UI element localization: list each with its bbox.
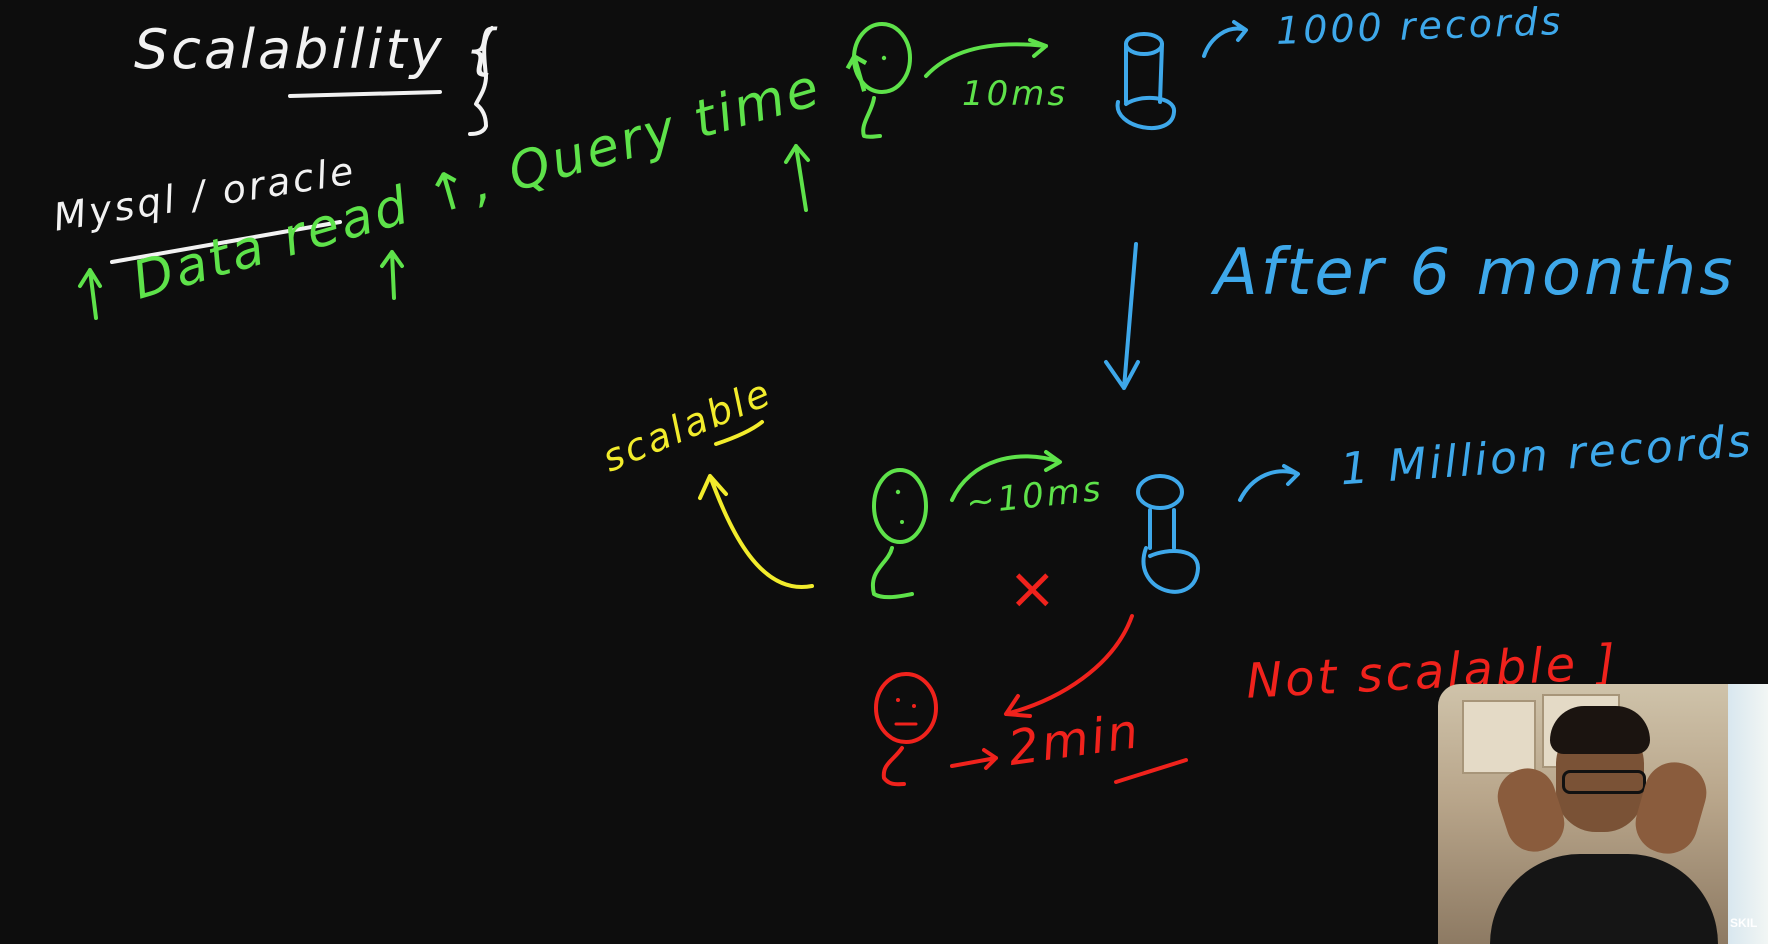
scalable-arrow	[698, 474, 814, 590]
presenter-hair	[1550, 706, 1650, 754]
user-icon-middle	[870, 468, 928, 600]
cross-mark: ×	[1008, 554, 1060, 622]
database-icon-bottom	[1136, 474, 1200, 594]
title-text: Scalability {	[134, 18, 503, 81]
presenter-body	[1490, 854, 1718, 944]
database-icon-top	[1115, 32, 1176, 130]
glasses-icon	[1562, 770, 1646, 794]
brand-logo: SKIL	[1730, 916, 1758, 930]
latency-underline-red	[1114, 758, 1188, 784]
latency-top: 10ms	[962, 74, 1069, 114]
latency-arrow-red	[950, 748, 998, 770]
records-arrow-top	[1202, 20, 1248, 58]
records-arrow-bottom	[1238, 464, 1300, 502]
user-icon-sad	[874, 672, 938, 787]
db-label-underline	[110, 220, 342, 264]
scalable-underline	[714, 420, 764, 446]
background-panel	[1462, 700, 1536, 774]
time-arrow-down	[1104, 242, 1140, 390]
title-underline	[288, 90, 442, 98]
user-icon-top	[852, 22, 912, 139]
up-arrow-small	[78, 268, 102, 320]
webcam-overlay: SKIL	[1438, 684, 1768, 944]
window-light	[1728, 684, 1768, 944]
up-arrow-query	[784, 144, 810, 212]
request-arrow-middle	[950, 450, 1062, 502]
after-time-text: After 6 months	[1214, 236, 1736, 310]
request-arrow-top	[924, 38, 1048, 78]
title-brace	[468, 26, 494, 136]
up-arrow-data	[380, 250, 404, 300]
response-arrow-red	[1004, 614, 1134, 718]
